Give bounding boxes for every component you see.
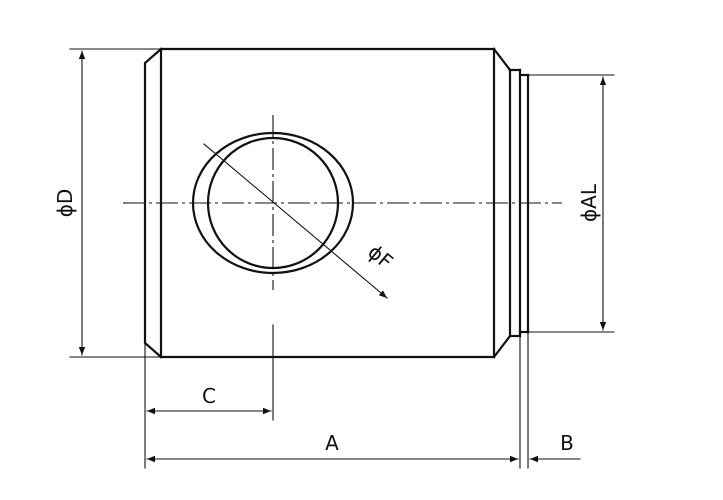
dimension-diameter-f: ϕF <box>203 143 398 299</box>
label-dia-d: ϕD <box>53 189 77 218</box>
dimension-diameter-d: ϕD <box>53 48 162 358</box>
label-dia-f: ϕF <box>363 240 397 274</box>
label-a: A <box>325 431 339 455</box>
label-b: B <box>560 431 574 455</box>
dimension-diameter-al: ϕAL <box>527 74 615 333</box>
dimension-c: C <box>144 324 274 469</box>
label-dia-al: ϕAL <box>577 183 601 222</box>
dimension-a-b: A B <box>146 331 581 469</box>
center-lines <box>123 115 562 290</box>
label-c: C <box>202 384 216 408</box>
